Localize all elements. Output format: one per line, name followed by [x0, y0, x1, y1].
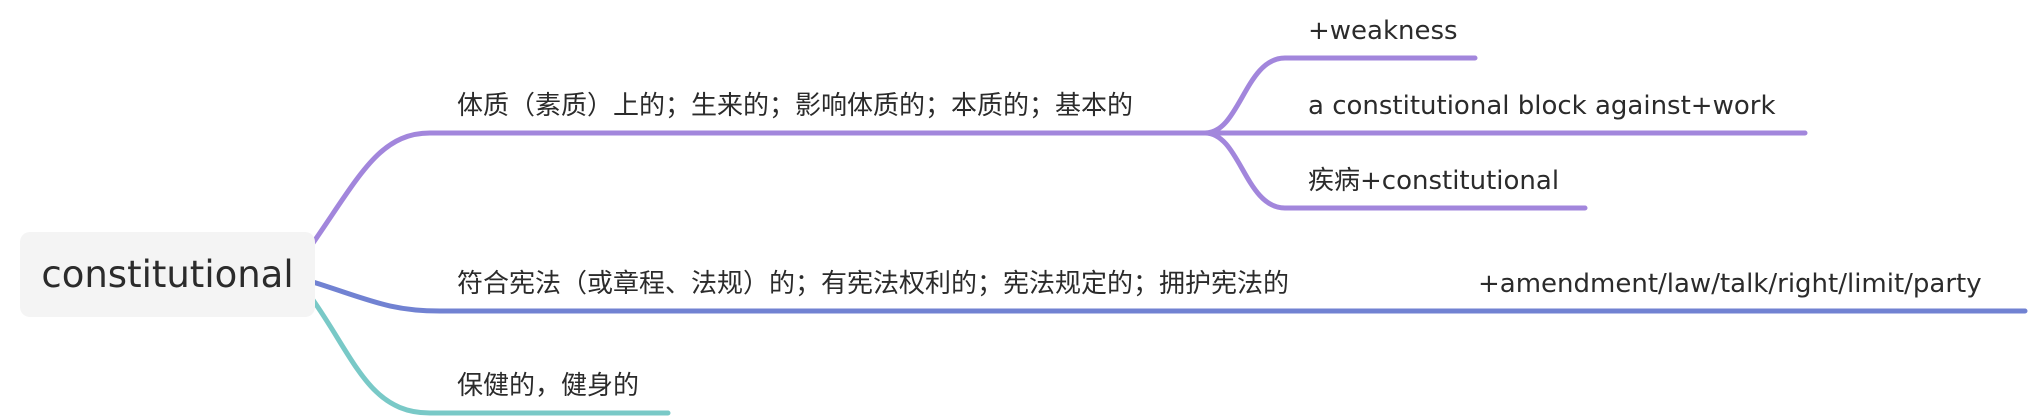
branch-connector-2 — [310, 279, 2028, 314]
sub-connector-1-1 — [1202, 55, 1478, 136]
branch-topic-3[interactable]: 保健的，健身的 — [457, 371, 640, 401]
root-topic[interactable]: constitutional — [20, 232, 315, 317]
branch-topic-2[interactable]: 符合宪法（或章程、法规）的；有宪法权利的；宪法规定的；拥护宪法的 — [457, 269, 1290, 299]
branch-topic-1[interactable]: 体质（素质）上的；生来的；影响体质的；本质的；基本的 — [457, 91, 1134, 121]
root-topic-label: constitutional — [41, 253, 294, 296]
sub-connector-1-3 — [1202, 130, 1588, 211]
branch-connector-3 — [310, 297, 671, 416]
subtopic-2-1[interactable]: +amendment/law/talk/right/limit/party — [1478, 269, 1982, 299]
subtopic-1-3[interactable]: 疾病+constitutional — [1308, 166, 1560, 196]
subtopic-1-2[interactable]: a constitutional block against+work — [1308, 91, 1776, 121]
subtopic-1-1[interactable]: +weakness — [1308, 16, 1458, 46]
branch-connector-1 — [310, 130, 1208, 246]
